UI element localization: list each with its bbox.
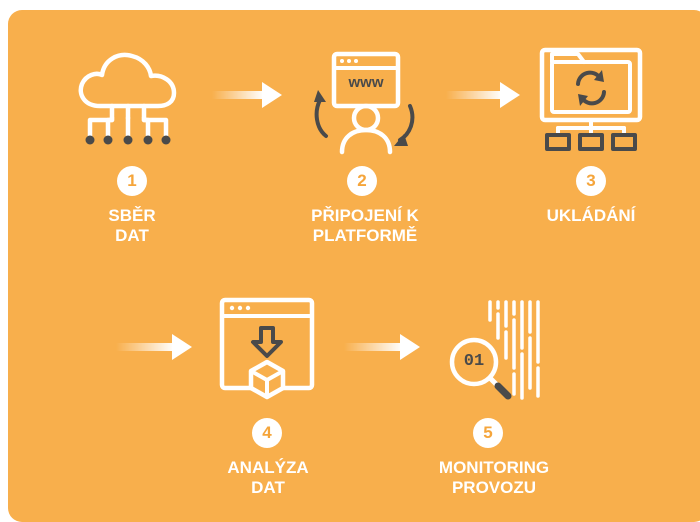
process-panel	[8, 10, 700, 522]
www-user-sync-icon: www	[306, 50, 422, 158]
magnifier-binary-icon: 01	[440, 298, 544, 406]
folder-sync-hierarchy-icon	[538, 46, 648, 156]
step-3-badge: 3	[576, 166, 606, 196]
step-5-badge: 5	[473, 418, 503, 448]
step-4-label: ANALÝZA DAT	[227, 458, 309, 497]
step-4-badge: 4	[252, 418, 282, 448]
step-2-badge: 2	[347, 166, 377, 196]
arrow-2-to-3	[446, 80, 522, 110]
www-text: www	[348, 74, 384, 91]
arrow-1-to-2	[212, 80, 284, 110]
step-2-label: PŘIPOJENÍ K PLATFORMĚ	[311, 206, 419, 245]
step-3-label: UKLÁDÁNÍ	[546, 206, 636, 225]
arrow-3-to-4	[116, 332, 196, 362]
step-5-label: MONITORING PROVOZU	[438, 458, 550, 497]
step-1-badge: 1	[117, 166, 147, 196]
cloud-network-icon	[74, 48, 184, 152]
binary-text: 01	[463, 352, 485, 371]
arrow-4-to-5	[344, 332, 424, 362]
step-1-label: SBĚR DAT	[108, 206, 156, 245]
browser-download-box-icon	[218, 296, 318, 402]
